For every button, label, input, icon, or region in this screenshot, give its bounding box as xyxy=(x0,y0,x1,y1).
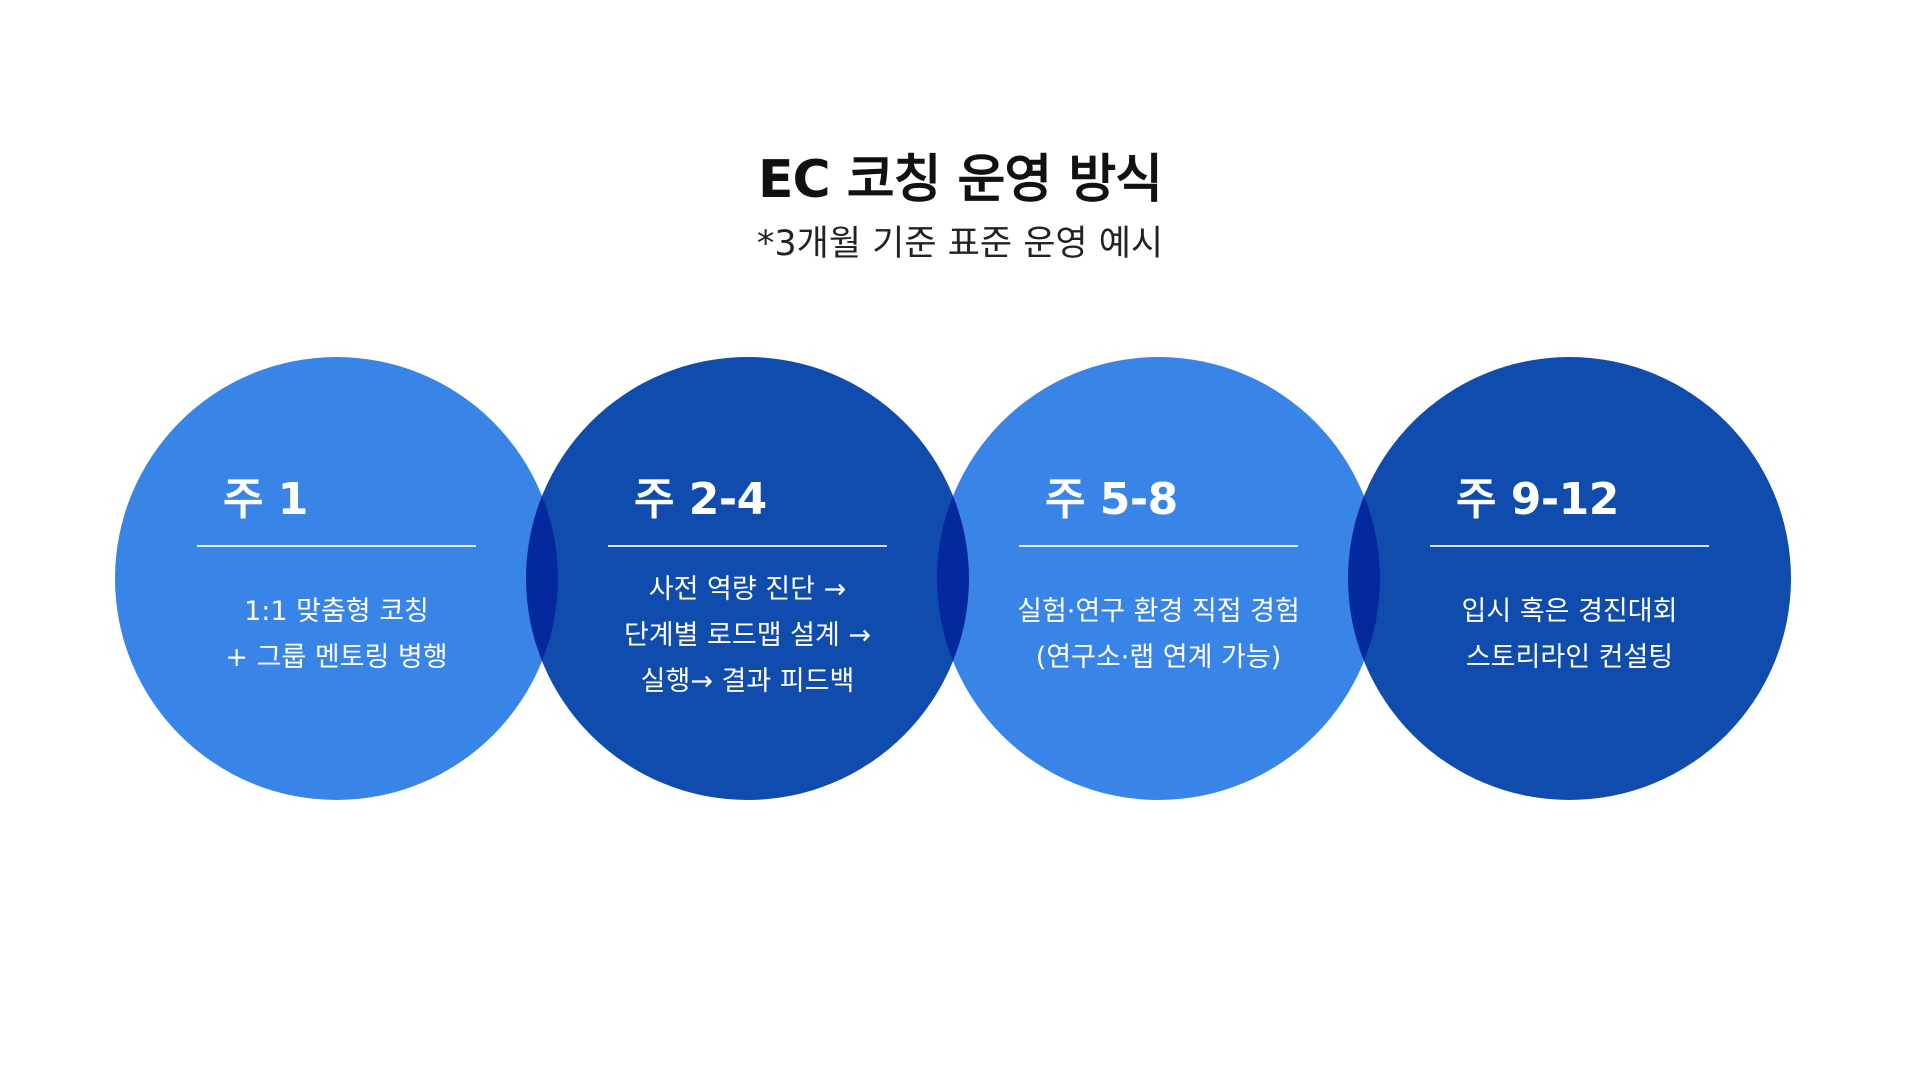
stage-week-label: 주 1 xyxy=(223,474,308,525)
stage-circle-4 xyxy=(1348,357,1791,800)
page-title: EC 코칭 운영 방식 xyxy=(757,150,1163,210)
stage-week-label: 주 9-12 xyxy=(1456,474,1619,525)
stage-description: 1:1 맞춤형 코칭 + 그룹 멘토링 병행 xyxy=(155,589,518,681)
stage-description: 실험·연구 환경 직접 경험 (연구소·랩 연계 가능) xyxy=(977,589,1340,681)
stage-week-1: 주 1 1:1 맞춤형 코칭 + 그룹 멘토링 병행 xyxy=(115,357,558,800)
stage-description-line: (연구소·랩 연계 가능) xyxy=(1035,642,1282,673)
stage-description-line: 스토리라인 컨설팅 xyxy=(1465,642,1674,673)
stage-description-line: + 그룹 멘토링 병행 xyxy=(225,642,448,673)
header: EC 코칭 운영 방식 *3개월 기준 표준 운영 예시 xyxy=(0,148,1920,266)
stage-week-5-8: 주 5-8 실험·연구 환경 직접 경험 (연구소·랩 연계 가능) xyxy=(937,357,1380,800)
stage-description-line: 사전 역량 진단 → xyxy=(648,574,847,605)
stage-description-line: 실행→ 결과 피드백 xyxy=(640,666,855,697)
stage-week-label: 주 2-4 xyxy=(634,474,767,525)
stage-week-9-12: 주 9-12 입시 혹은 경진대회 스토리라인 컨설팅 xyxy=(1348,357,1791,800)
stage-description: 사전 역량 진단 → 단계별 로드맵 설계 → 실행→ 결과 피드백 xyxy=(566,567,929,705)
stage-week-2-4: 주 2-4 사전 역량 진단 → 단계별 로드맵 설계 → 실행→ 결과 피드백 xyxy=(526,357,969,800)
stage-circle-3 xyxy=(937,357,1380,800)
stage-divider xyxy=(1430,545,1709,547)
stage-divider xyxy=(197,545,476,547)
stage-description-line: 단계별 로드맵 설계 → xyxy=(623,620,872,651)
page-subtitle: *3개월 기준 표준 운영 예시 xyxy=(756,224,1164,264)
stage-description-line: 입시 혹은 경진대회 xyxy=(1461,596,1678,627)
stage-description-line: 실험·연구 환경 직접 경험 xyxy=(1017,596,1300,627)
stage-week-label: 주 5-8 xyxy=(1045,474,1178,525)
stage-circle-2 xyxy=(526,357,969,800)
stage-circle-1 xyxy=(115,357,558,800)
stage-description: 입시 혹은 경진대회 스토리라인 컨설팅 xyxy=(1388,589,1751,681)
stage-divider xyxy=(1019,545,1298,547)
stage-divider xyxy=(608,545,887,547)
stage-description-line: 1:1 맞춤형 코칭 xyxy=(244,596,429,627)
